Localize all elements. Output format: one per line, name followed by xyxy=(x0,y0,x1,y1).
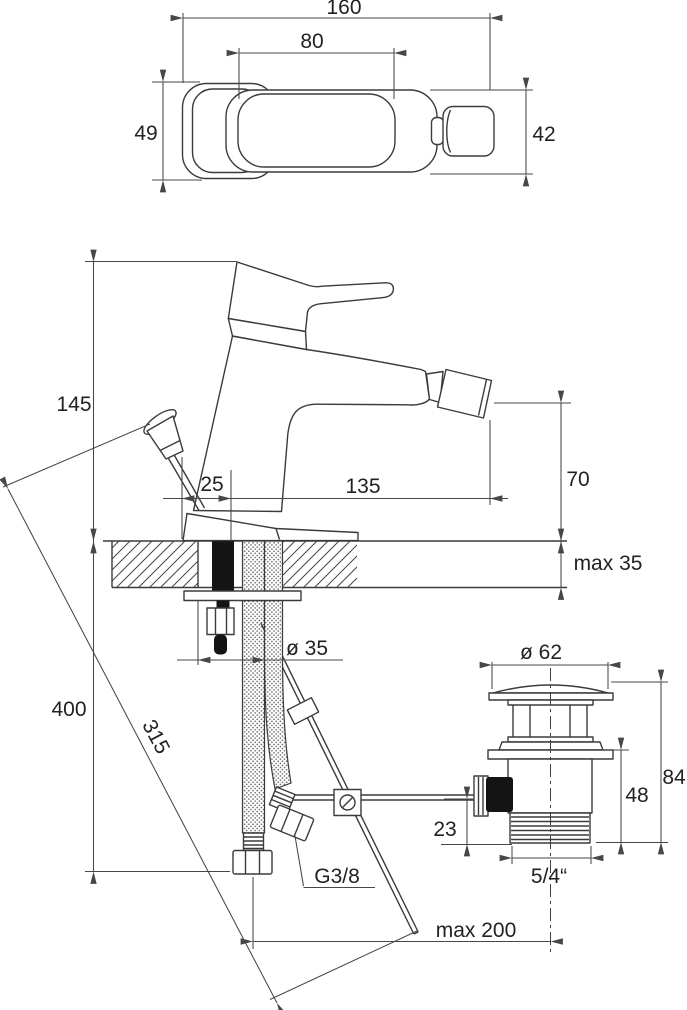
aerator-connector-top xyxy=(430,116,445,146)
stud-tip xyxy=(214,634,227,655)
drain-lever-knob xyxy=(486,777,513,812)
hose-nut-left xyxy=(232,849,273,875)
popup-rod-diagonal xyxy=(260,620,419,935)
dim-label-rod-length: 315 xyxy=(137,716,174,758)
dim-label-right-height: 42 xyxy=(532,123,555,146)
aerator-side xyxy=(436,368,493,419)
dim-label-drain-total-height: 84 xyxy=(662,766,686,789)
dim-label-lever-length: 80 xyxy=(300,30,323,53)
dim-label-spout-height: 70 xyxy=(566,468,589,491)
dim-label-thread-size: 5/4“ xyxy=(531,865,567,888)
drain-columns xyxy=(512,705,588,737)
aerator-top xyxy=(442,105,495,157)
dim-label-deck-thickness: max 35 xyxy=(574,552,643,575)
popup-knob xyxy=(143,408,206,511)
dimension-lines xyxy=(0,13,668,1010)
hose-nut-right xyxy=(269,804,315,842)
handle-cap-side xyxy=(227,317,308,351)
supply-hose-left xyxy=(241,540,266,834)
dim-label-hole-diameter: ø 35 xyxy=(286,637,328,660)
dim-label-hose-thread: G3/8 xyxy=(314,865,360,888)
handle-lever-side xyxy=(227,261,395,333)
drain-lever-collar xyxy=(473,775,489,817)
mounting-deck xyxy=(103,540,567,589)
drain-assembly xyxy=(473,668,614,952)
dim-label-rod-offset: 25 xyxy=(200,473,223,496)
thread-leader-line xyxy=(294,835,375,889)
dim-label-cap-diameter: ø 62 xyxy=(520,641,562,664)
popup-rod-horizontal xyxy=(288,794,477,801)
deck-hatch-left xyxy=(112,541,198,587)
dim-label-drain-body-height: 48 xyxy=(625,784,648,807)
dim-label-total-height: 145 xyxy=(56,393,91,416)
mounting-nut xyxy=(206,607,235,636)
faucet-side-view xyxy=(143,261,493,542)
popup-rod-sleeve xyxy=(286,697,320,725)
dim-label-spout-reach: 135 xyxy=(345,475,380,498)
dim-label-clearance-below: 400 xyxy=(51,698,86,721)
rod-clamp xyxy=(333,788,362,817)
dim-label-lever-drop: 23 xyxy=(433,818,456,841)
base-escutcheon xyxy=(182,512,359,542)
dim-label-left-height: 49 xyxy=(134,122,157,145)
drain-cap xyxy=(492,684,609,694)
dim-line-315 xyxy=(0,476,286,1010)
dim-label-max-drain-offset: max 200 xyxy=(436,919,517,942)
lever-top xyxy=(237,93,396,168)
mounting-washer-plate xyxy=(183,590,302,602)
faucet-top-view xyxy=(181,82,495,180)
faucet-body-spout xyxy=(192,335,431,513)
dim-label-overall-length: 160 xyxy=(326,0,361,19)
